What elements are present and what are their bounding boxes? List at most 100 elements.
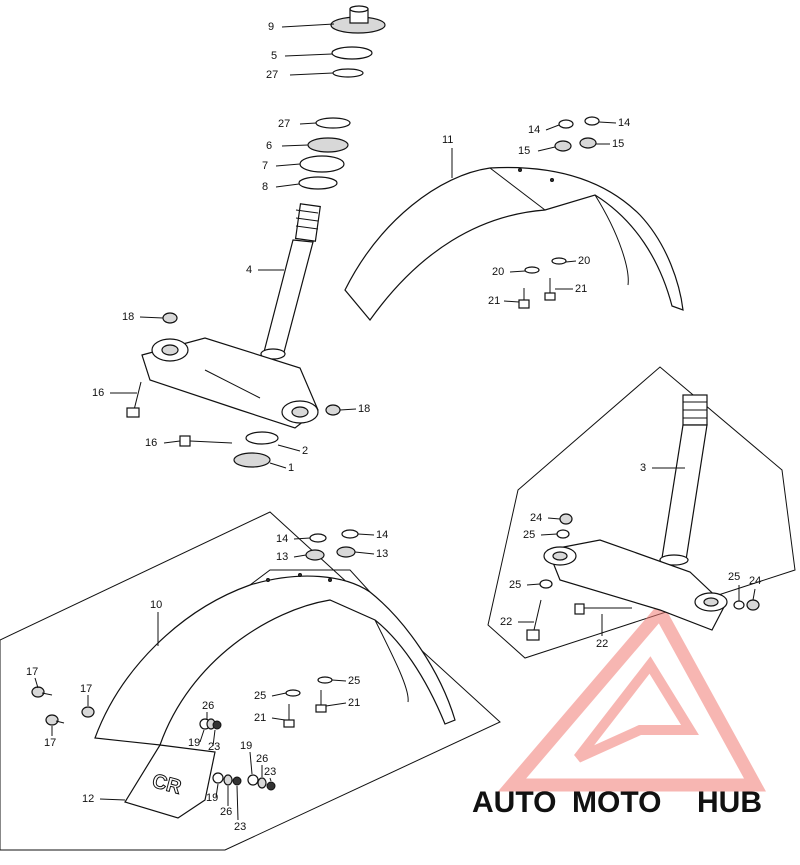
lower-fender-inset-frame bbox=[0, 511, 501, 851]
nut-23-mid bbox=[232, 776, 242, 786]
callout-number: 13 bbox=[376, 548, 388, 560]
washer-26-mid bbox=[223, 774, 233, 786]
callout-number: 11 bbox=[442, 134, 453, 146]
callout-leader-line bbox=[34, 677, 39, 689]
callout-number: 16 bbox=[92, 387, 104, 399]
bottom-bridge-3 bbox=[543, 539, 728, 631]
callout-number: 14 bbox=[376, 529, 388, 541]
callout-leader-line bbox=[289, 72, 334, 76]
bearing-race-5 bbox=[331, 46, 373, 60]
washer-14-lower-right bbox=[341, 529, 359, 539]
callout-number: 6 bbox=[266, 140, 272, 152]
callout-number: 12 bbox=[82, 793, 94, 805]
logo-triangle-mark bbox=[497, 600, 766, 792]
callout-leader-line bbox=[199, 729, 205, 743]
callout-number: 17 bbox=[44, 737, 56, 749]
nut-24-left bbox=[559, 513, 573, 525]
nut-23-upper bbox=[212, 720, 222, 730]
callout-number: 22 bbox=[596, 638, 608, 650]
nut-18-left bbox=[162, 312, 178, 324]
callout-number: 26 bbox=[202, 700, 214, 712]
washer-20-left bbox=[524, 266, 540, 274]
bolt-21-lower-left bbox=[283, 704, 295, 728]
washer-19-right bbox=[247, 774, 259, 786]
bolt-22-horizontal bbox=[574, 603, 632, 615]
callout-number: 21 bbox=[575, 283, 587, 295]
nut-23-right bbox=[266, 781, 276, 791]
callout-number: 15 bbox=[518, 145, 530, 157]
washer-19-mid bbox=[212, 772, 224, 784]
grommet-15-right bbox=[579, 137, 597, 149]
bolt-21-right bbox=[544, 278, 556, 301]
grommet-13-left bbox=[305, 549, 325, 561]
callout-number: 20 bbox=[492, 266, 504, 278]
callout-leader-line bbox=[281, 144, 309, 147]
callout-leader-line bbox=[509, 270, 526, 273]
callout-number: 8 bbox=[262, 181, 268, 193]
callout-number: 25 bbox=[509, 579, 521, 591]
callout-number: 17 bbox=[26, 666, 38, 678]
callout-leader-line bbox=[281, 23, 335, 28]
grommet-13-right bbox=[336, 546, 356, 558]
callout-number: 4 bbox=[246, 264, 252, 276]
callout-number: 18 bbox=[122, 311, 134, 323]
washer-25-mid bbox=[539, 579, 553, 589]
callout-number: 17 bbox=[80, 683, 92, 695]
callout-number: 9 bbox=[268, 21, 274, 33]
mud-flap-12: CR bbox=[124, 744, 216, 819]
callout-number: 19 bbox=[206, 792, 218, 804]
bolt-17-fender bbox=[81, 706, 95, 718]
callout-number: 20 bbox=[578, 255, 590, 267]
callout-leader-line bbox=[269, 462, 287, 469]
callout-leader-line bbox=[277, 444, 301, 452]
callout-leader-line bbox=[275, 163, 301, 167]
callout-leader-line bbox=[526, 583, 541, 586]
callout-number: 2 bbox=[302, 445, 308, 457]
callout-number: 14 bbox=[528, 124, 540, 136]
bottom-bridge bbox=[141, 337, 319, 429]
callout-leader-line bbox=[540, 533, 558, 536]
callout-number: 25 bbox=[254, 690, 266, 702]
callout-number: 24 bbox=[530, 512, 542, 524]
callout-leader-line bbox=[215, 783, 219, 798]
callout-number: 14 bbox=[618, 117, 630, 129]
callout-leader-line bbox=[545, 124, 560, 131]
callout-leader-line bbox=[99, 798, 126, 801]
pinch-bolt-16-upper bbox=[126, 381, 142, 418]
logo-text-hub: HUB bbox=[697, 786, 762, 819]
steering-stem-4 bbox=[260, 203, 321, 360]
grommet-15-left bbox=[554, 140, 572, 152]
callout-leader-line bbox=[537, 146, 556, 152]
callout-number: 13 bbox=[276, 551, 288, 563]
bolt-17-upper bbox=[31, 686, 53, 698]
steering-stem-3 bbox=[659, 394, 708, 566]
callout-number: 27 bbox=[266, 69, 278, 81]
dust-seal-1 bbox=[233, 452, 271, 468]
callout-number: 7 bbox=[262, 160, 268, 172]
callout-leader-line bbox=[293, 537, 311, 540]
callout-number: 27 bbox=[278, 118, 290, 130]
callout-leader-line bbox=[284, 53, 333, 57]
steel-ball-bearing-7 bbox=[299, 155, 345, 173]
pinch-bolt-16-lower bbox=[179, 435, 233, 447]
dust-seal-27 bbox=[315, 117, 351, 129]
washer-20-right bbox=[551, 257, 567, 265]
callout-number: 1 bbox=[288, 462, 294, 474]
callout-leader-line bbox=[339, 408, 357, 411]
dust-seal-27-top bbox=[332, 68, 364, 78]
callout-leader-line bbox=[547, 517, 561, 520]
callout-number: 5 bbox=[271, 50, 277, 62]
washer-14-right bbox=[584, 116, 600, 126]
front-fender-10 bbox=[94, 569, 456, 746]
callout-leader-line bbox=[271, 692, 287, 697]
callout-number: 26 bbox=[256, 753, 268, 765]
callout-number: 25 bbox=[348, 675, 360, 687]
callout-leader-line bbox=[236, 785, 239, 821]
lower-bracket-inset-frame bbox=[487, 366, 796, 659]
logo-text-moto: MOTO bbox=[572, 786, 661, 819]
callout-number: 26 bbox=[220, 806, 232, 818]
callout-number: 19 bbox=[240, 740, 252, 752]
bolt-22-vertical bbox=[526, 599, 542, 641]
callout-number: 21 bbox=[254, 712, 266, 724]
